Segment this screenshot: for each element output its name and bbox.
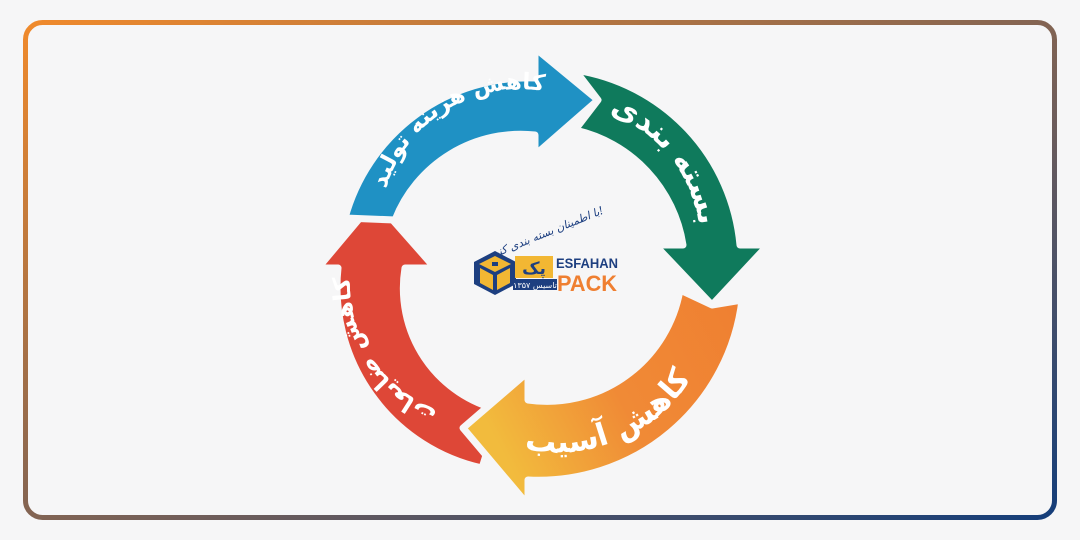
logo-established-badge (513, 279, 557, 290)
logo-established: تاسیس ۱۳۵۷ (513, 281, 557, 290)
arrow-packaging (571, 66, 772, 309)
logo-name-en-top: ESFAHAN (556, 255, 618, 271)
logo-name-en-bottom: PACK (557, 271, 617, 296)
logo-fa-badge (515, 256, 553, 278)
cycle-step-orange: کاهش آسیب (459, 286, 746, 509)
logo-name-fa: پک (522, 259, 546, 279)
cycle-step-blue: کاهش هزینه تولید (341, 44, 602, 224)
logo-slogan: با اطمینان بسته بندی کنید! (488, 204, 606, 262)
arrow-reduce-production-cost (341, 44, 602, 224)
arrow-reduce-waste (314, 196, 504, 472)
frame-border (23, 20, 1057, 520)
arrow-reduce-damage (459, 286, 746, 509)
logo-cube-icon (474, 251, 516, 295)
esfahan-pack-logo: با اطمینان بسته بندی کنید! پک تاسیس ۱۳۵۷… (474, 204, 618, 296)
